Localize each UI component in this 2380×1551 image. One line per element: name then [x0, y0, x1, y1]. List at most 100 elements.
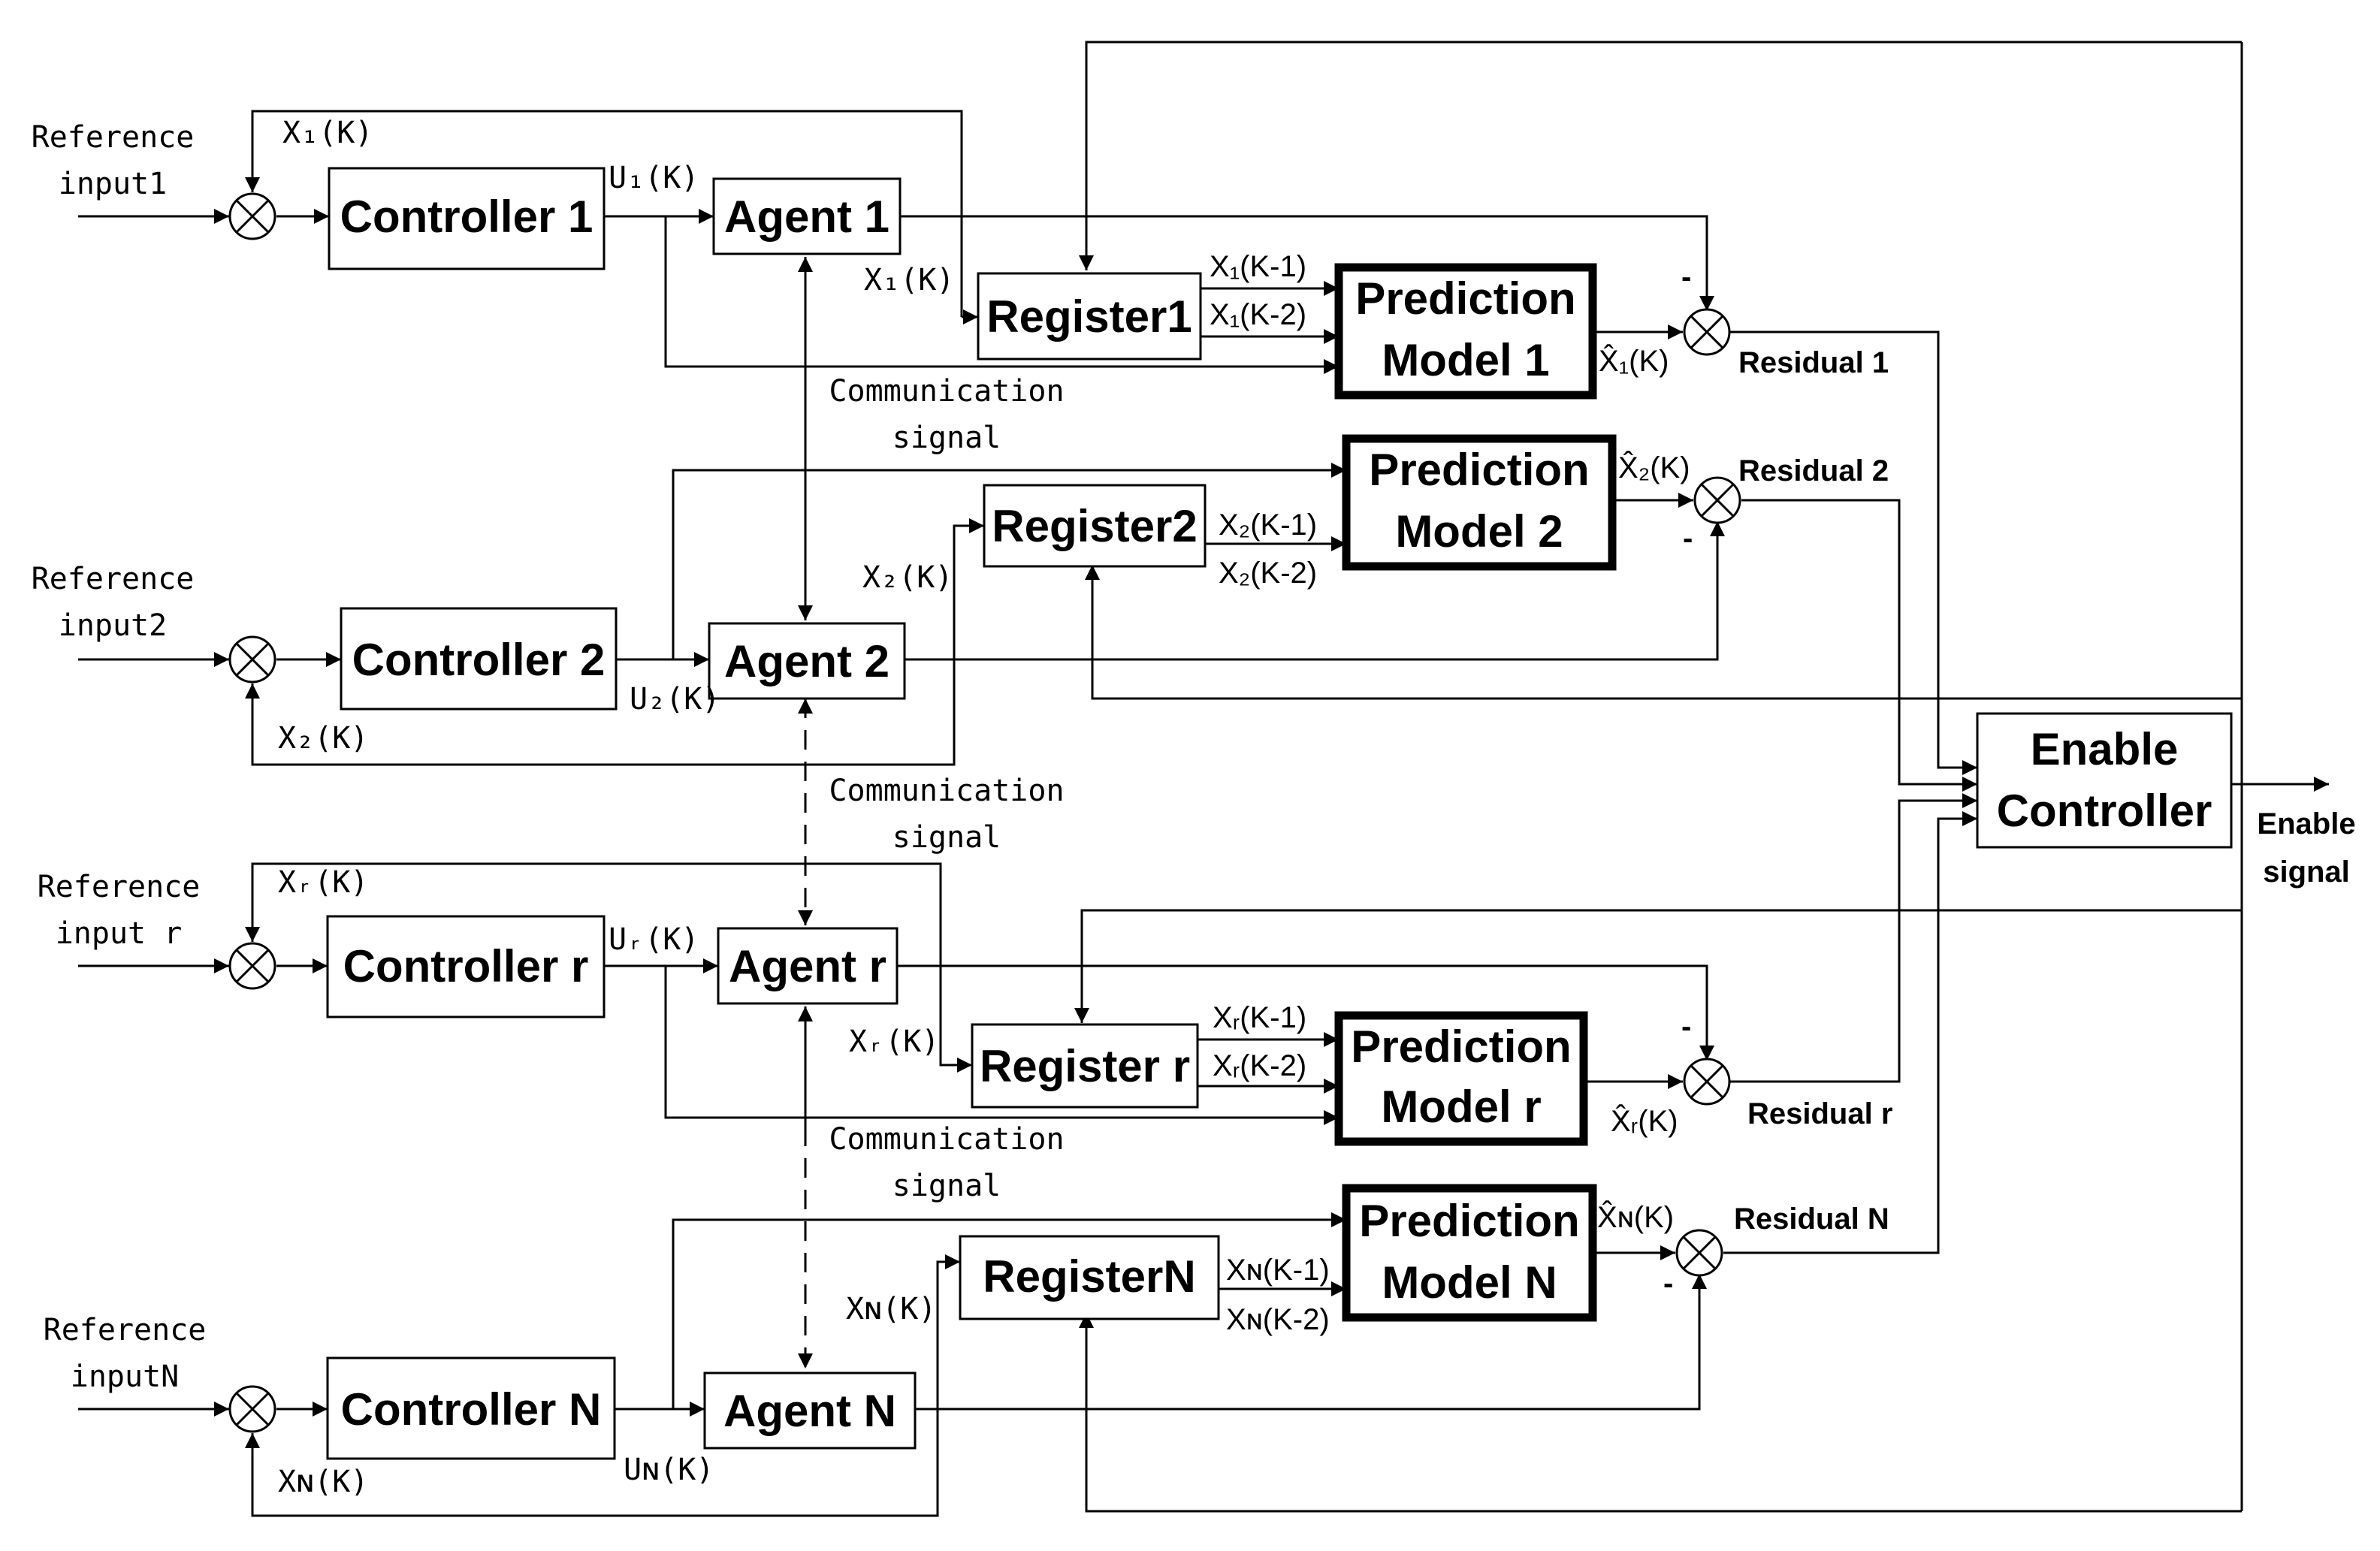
- xr-register-input-label: Xᵣ(K): [849, 1024, 939, 1059]
- wire-enable-bus-to-register-1: [1079, 41, 2242, 270]
- reference-input-r-line2: input r: [56, 916, 183, 951]
- wire-enable-bus-to-register-r: [1074, 909, 2242, 1023]
- wire-agent-2-to-residual-2: [905, 521, 1725, 661]
- wire-residual-1-to-enable: [1729, 330, 1977, 775]
- xn-k2-label: Xɴ(K-2): [1226, 1303, 1330, 1336]
- xn-register-input-label: Xɴ(K): [846, 1292, 936, 1326]
- communication-label-2-line2: signal: [892, 820, 1001, 855]
- ur-label: Uᵣ(K): [609, 922, 699, 957]
- communication-label-1-line2: signal: [892, 421, 1001, 455]
- prediction-model-n-line1: Prediction: [1359, 1196, 1579, 1246]
- residual-r-label: Residual r: [1747, 1097, 1892, 1130]
- blocks: [326, 167, 2233, 1460]
- wire-u1-to-prediction-model-1: [664, 216, 1339, 374]
- x2-hat-label: X̂₂(K): [1618, 450, 1690, 484]
- minus-sign-1: -: [1681, 261, 1691, 294]
- reference-input-1-line2: input1: [59, 167, 168, 201]
- summing-junctions: [228, 192, 1741, 1433]
- reference-input-n-line2: inputN: [71, 1359, 180, 1394]
- signal-wires: [78, 41, 2329, 1517]
- agent-r-label: Agent r: [729, 941, 886, 991]
- agent-2-label: Agent 2: [724, 636, 889, 686]
- wire-agent-r-to-residual-r: [897, 964, 1714, 1061]
- un-label: Uɴ(K): [624, 1453, 714, 1487]
- u2-label: U₂(K): [630, 682, 720, 717]
- minus-sign-r: -: [1681, 1010, 1691, 1043]
- x1-k2-label: X₁(K-2): [1210, 298, 1306, 331]
- wire-un-to-prediction-model-n: [672, 1212, 1346, 1409]
- xn-k1-label: Xɴ(K-1): [1226, 1254, 1330, 1287]
- controller-1-box: [328, 167, 606, 270]
- controller-n-box: [326, 1356, 616, 1460]
- residual-junction-n: [1675, 1229, 1723, 1277]
- register-n-box: [959, 1235, 1220, 1320]
- communication-label-3-line1: Communication: [829, 1122, 1064, 1157]
- sum-junction-r: [228, 942, 276, 990]
- sum-junction-n: [228, 1385, 276, 1433]
- x1-hat-label: X̂₁(K): [1599, 343, 1669, 378]
- x2-k1-label: X₂(K-1): [1219, 508, 1317, 542]
- controller-r-box: [326, 915, 606, 1018]
- wire-residual-2-to-enable: [1741, 499, 1977, 792]
- wire-x1-feedback: [245, 110, 963, 216]
- reference-input-n-line1: Reference: [44, 1313, 207, 1347]
- residual-n-label: Residual N: [1734, 1202, 1889, 1236]
- wire-ur-to-prediction-model-r: [664, 966, 1339, 1125]
- wire-xn-to-register-n: [936, 1254, 960, 1409]
- x1-k1-label: X₁(K-1): [1210, 250, 1306, 283]
- reference-input-2-line1: Reference: [32, 562, 195, 596]
- controller-r-label: Controller r: [343, 941, 589, 991]
- agent-n-label: Agent N: [723, 1386, 896, 1436]
- wire-enable-bus-to-register-2: [1085, 565, 2242, 700]
- minus-sign-2: -: [1683, 522, 1693, 555]
- register-2-box: [983, 484, 1207, 568]
- wire-residual-r-to-enable: [1729, 793, 1977, 1083]
- residual-2-label: Residual 2: [1738, 454, 1889, 487]
- residual-junction-2: [1693, 476, 1741, 524]
- register-2-label: Register2: [992, 501, 1197, 551]
- wire-x2-to-register-2: [953, 518, 984, 659]
- agent-1-label: Agent 1: [724, 192, 889, 242]
- minus-sign-n: -: [1663, 1267, 1673, 1300]
- residual-junction-r: [1683, 1058, 1731, 1106]
- reference-input-2-line2: input2: [59, 608, 168, 643]
- prediction-model-r-line2: Model r: [1381, 1082, 1541, 1132]
- register-1-box: [977, 272, 1202, 361]
- prediction-model-2-box: [1342, 434, 1617, 571]
- enable-signal-line2: signal: [2263, 855, 2350, 889]
- x2-feedback-label: X₂(K): [278, 721, 368, 756]
- prediction-model-r-line1: Prediction: [1351, 1021, 1571, 1072]
- register-r-label: Register r: [980, 1041, 1190, 1091]
- register-n-label: RegisterN: [983, 1251, 1195, 1302]
- prediction-model-1-line1: Prediction: [1355, 273, 1575, 324]
- signal-labels: U₁(K) U₂(K) Uᵣ(K) Uɴ(K) X₁(K) X₂(K) Xᵣ(K…: [278, 116, 2356, 1499]
- wire-agent-1-to-residual-1: [900, 215, 1714, 311]
- x2-k2-label: X₂(K-2): [1219, 557, 1317, 590]
- communication-label-2-line1: Communication: [829, 774, 1064, 808]
- wire-x2-feedback: [245, 659, 956, 766]
- wire-xn-feedback: [245, 1409, 939, 1517]
- controller-n-label: Controller N: [341, 1384, 602, 1435]
- xn-hat-label: X̂ɴ(K): [1597, 1199, 1674, 1234]
- prediction-model-n-line2: Model N: [1382, 1257, 1557, 1308]
- wire-u2-to-prediction-model-2: [672, 463, 1346, 659]
- communication-label-1-line1: Communication: [829, 374, 1064, 409]
- sum-junction-1: [228, 192, 276, 240]
- residual-1-label: Residual 1: [1738, 346, 1889, 379]
- reference-input-r-line1: Reference: [38, 870, 201, 904]
- wire-xr-to-register-r: [939, 966, 972, 1073]
- prediction-model-1-box: [1334, 263, 1597, 400]
- xr-hat-label: X̂ᵣ(K): [1611, 1103, 1678, 1138]
- prediction-model-1-line2: Model 1: [1382, 335, 1549, 385]
- residual-junction-1: [1683, 308, 1731, 356]
- controller-2-box: [340, 607, 618, 711]
- agent-n-box: [703, 1371, 917, 1450]
- prediction-model-2-line2: Model 2: [1395, 506, 1563, 557]
- x1-feedback-label: X₁(K): [282, 116, 373, 150]
- wire-agent-n-to-residual-n: [915, 1274, 1707, 1411]
- xr-feedback-label: Xᵣ(K): [278, 865, 368, 900]
- prediction-model-2-line1: Prediction: [1369, 445, 1589, 495]
- wire-enable-bus-to-register-n: [1079, 1313, 2242, 1513]
